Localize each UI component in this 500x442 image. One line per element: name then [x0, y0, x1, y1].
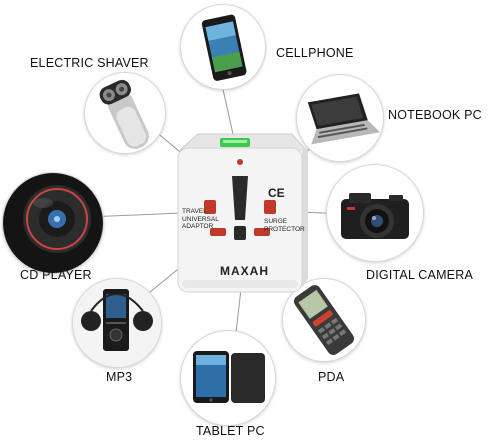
electric-shaver-circle [84, 72, 166, 154]
pda-circle [282, 278, 366, 362]
digital-camera-label: DIGITAL CAMERA [366, 268, 473, 282]
cellphone-label: CELLPHONE [276, 46, 354, 60]
adapter-body [177, 133, 308, 293]
adapter-text-line: ADAPTOR [182, 223, 214, 230]
digital-camera-image [341, 193, 409, 239]
pda-label: PDA [318, 370, 345, 384]
tablet-pc-label: TABLET PC [196, 424, 265, 438]
cellphone-image [201, 14, 247, 81]
notebook-pc-image [307, 93, 381, 145]
electric-shaver-label: ELECTRIC SHAVER [30, 56, 149, 70]
adapter-right-text: SURGE PROTECTOR [264, 218, 305, 233]
travel-adapter: TRAVEL UNIVERSAL ADAPTOR SURGE PROTECTOR… [172, 128, 310, 300]
pda-image [293, 285, 355, 355]
mp3-label: MP3 [106, 370, 133, 384]
tablet-pc-circle [180, 330, 276, 426]
mp3-image [73, 279, 161, 367]
notebook-pc-label: NOTEBOOK PC [388, 108, 482, 122]
adapter-text-line: SURGE [264, 218, 288, 225]
tablet-pc-image [193, 351, 265, 403]
adapter-text-line: TRAVEL [182, 208, 207, 215]
ce-mark: CE [268, 186, 285, 200]
cd-player-label: CD PLAYER [20, 268, 92, 282]
adapter-text-line: UNIVERSAL [182, 215, 219, 223]
adapter-brand: MAXAH [220, 264, 269, 278]
electric-shaver-image [99, 79, 149, 149]
adapter-text-line: PROTECTOR [264, 225, 305, 233]
notebook-pc-circle [296, 74, 384, 162]
cd-player-circle [2, 172, 104, 274]
cellphone-circle [180, 4, 266, 90]
adapter-left-text: TRAVEL UNIVERSAL ADAPTOR [182, 208, 219, 231]
mp3-circle [72, 278, 162, 368]
cd-player-image [3, 173, 103, 273]
digital-camera-circle [326, 164, 424, 262]
